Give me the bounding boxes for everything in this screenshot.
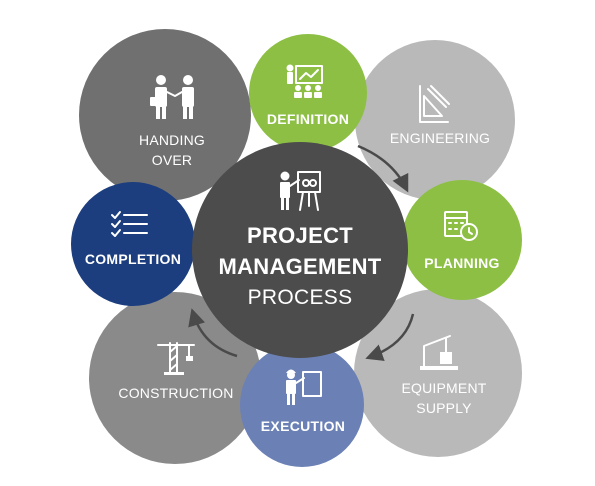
handing-over-label-line1: HANDING xyxy=(139,132,205,148)
equipment-supply-label-line2: SUPPLY xyxy=(416,400,472,416)
handshake-people-icon xyxy=(150,75,194,119)
center-node: PROJECT MANAGEMENT PROCESS xyxy=(192,142,408,358)
engineering-node: ENGINEERING xyxy=(355,40,515,200)
checklist-icon xyxy=(111,211,148,237)
handing-over-label-line2: OVER xyxy=(152,152,192,168)
construction-label: CONSTRUCTION xyxy=(118,385,233,401)
planning-label: PLANNING xyxy=(424,255,500,271)
equipment-supply-node: EQUIPMENT SUPPLY xyxy=(354,289,522,457)
completion-node: COMPLETION xyxy=(71,182,195,306)
meeting-presentation-icon xyxy=(286,64,323,98)
engineering-circle xyxy=(355,40,515,200)
execution-circle xyxy=(240,343,364,467)
handing-over-node: HANDING OVER xyxy=(79,29,251,201)
engineering-label: ENGINEERING xyxy=(390,130,490,146)
equipment-supply-label-line1: EQUIPMENT xyxy=(401,380,486,396)
construction-circle xyxy=(89,292,261,464)
execution-node: EXECUTION xyxy=(240,343,364,467)
planning-node: PLANNING xyxy=(402,180,522,300)
execution-label: EXECUTION xyxy=(261,418,345,434)
arrow-planning-to-execution xyxy=(365,313,415,361)
presenter-board-icon xyxy=(280,171,321,211)
definition-node: DEFINITION xyxy=(249,34,367,152)
center-circle xyxy=(192,142,408,358)
center-title-line2: MANAGEMENT xyxy=(218,254,381,279)
center-title-line1: PROJECT xyxy=(247,223,353,248)
calendar-clock-icon xyxy=(444,211,478,241)
arrow-definition-to-planning xyxy=(357,144,409,193)
equipment-supply-circle xyxy=(354,289,522,457)
definition-label: DEFINITION xyxy=(267,111,349,127)
worker-board-icon xyxy=(286,369,322,405)
planning-circle xyxy=(402,180,522,300)
completion-circle xyxy=(71,182,195,306)
arrow-execution-to-completion xyxy=(188,308,238,358)
tower-crane-icon xyxy=(157,342,195,375)
completion-label: COMPLETION xyxy=(85,251,181,267)
drafting-tools-icon xyxy=(419,85,450,123)
crane-lifting-box-icon xyxy=(420,335,458,370)
construction-node: CONSTRUCTION xyxy=(89,292,261,464)
center-title-line3: PROCESS xyxy=(248,286,353,309)
